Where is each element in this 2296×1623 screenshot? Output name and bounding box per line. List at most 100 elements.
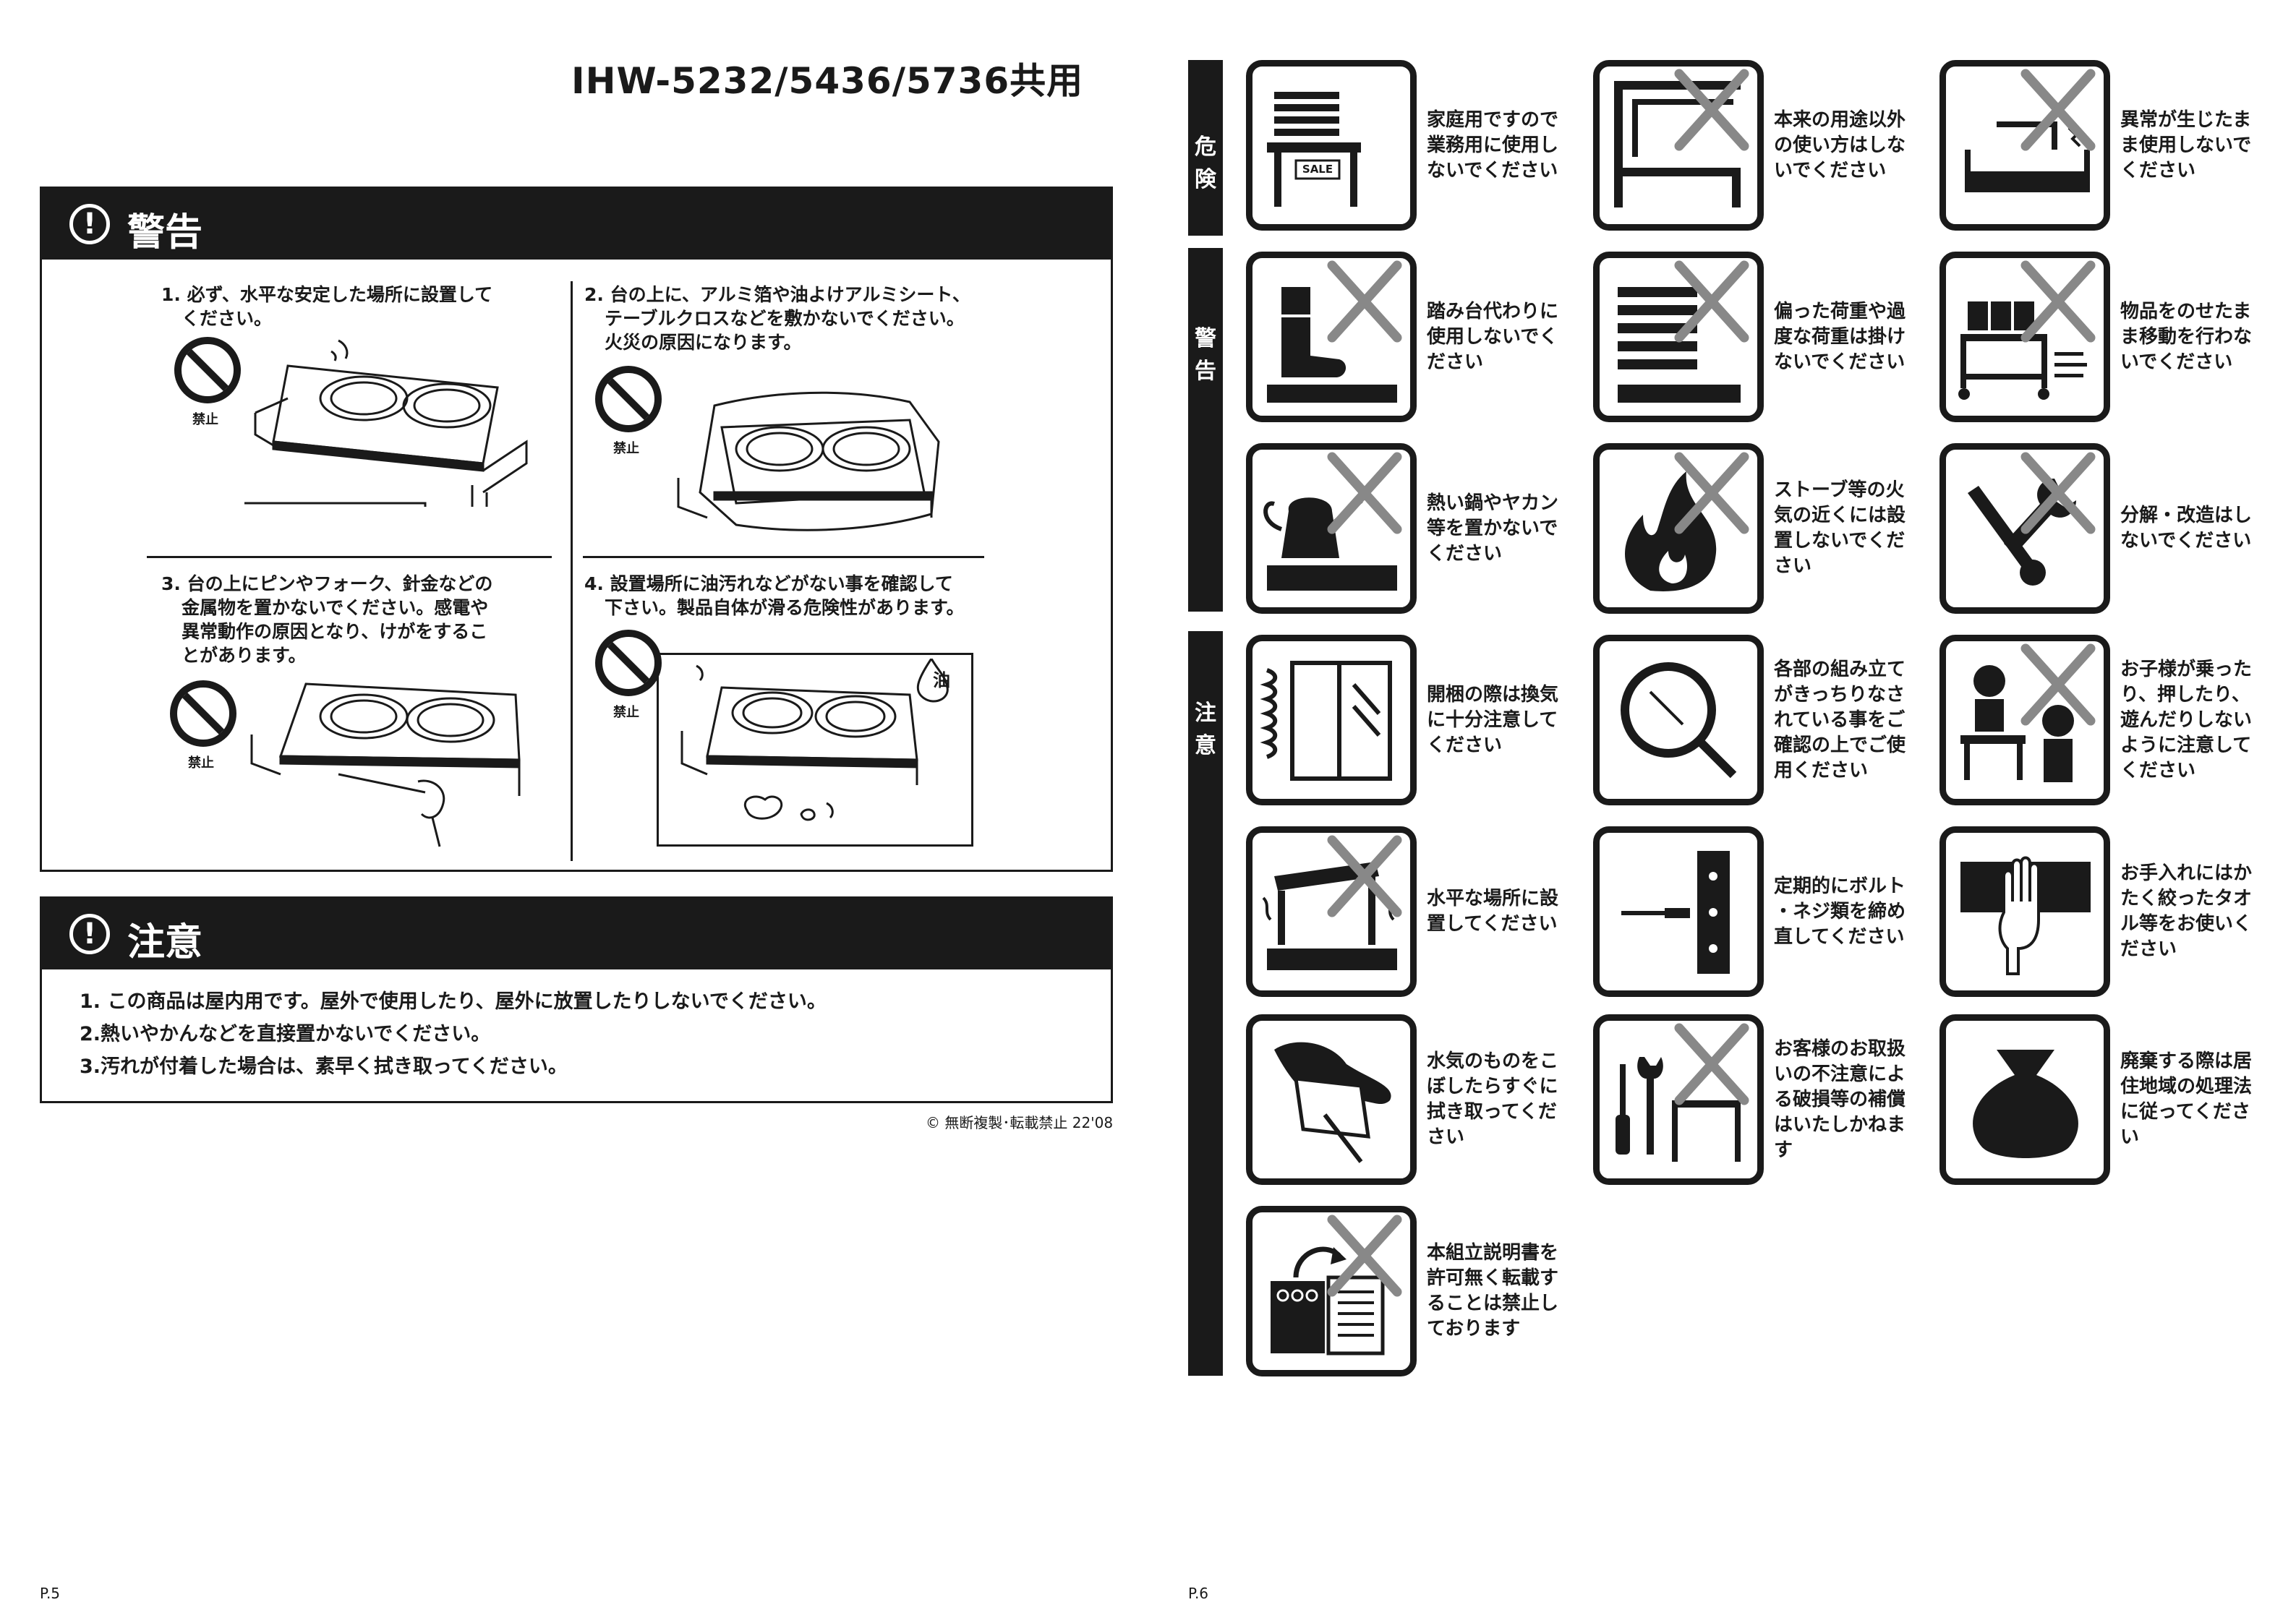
label-line: 置しないでくだ [1774, 530, 1905, 552]
label-line: ぼしたらすぐに [1427, 1076, 1558, 1097]
warning-section: ! 警告 1. 必ず、水平な安定した場所に設置して ください。 禁止 2. 台の… [40, 187, 1113, 872]
page-number-left: P.5 [40, 1585, 61, 1602]
stove-on-oily-floor-illustration [680, 659, 949, 821]
check-icon [1593, 635, 1764, 805]
label-line: 踏み台代わりに [1427, 300, 1559, 322]
heavy-icon [1593, 252, 1764, 422]
label-line: さい [1774, 555, 1812, 577]
label-line: れている事をご [1774, 708, 1905, 731]
label-line: お客様のお取扱 [1774, 1037, 1906, 1060]
label-line: がきっちりなさ [1774, 683, 1905, 706]
ban-label: 禁止 [613, 705, 639, 720]
label-line: 開梱の際は換気 [1427, 683, 1559, 706]
label-line: 熱い鍋やヤカン [1427, 492, 1559, 514]
bolt-label: 定期的にボルト・ネジ類を締め直してください [1774, 874, 1919, 950]
caution-header: ! 注意 [42, 899, 1111, 969]
copy-label: 本組立説明書を許可無く転載することは禁止しております [1427, 1241, 1571, 1342]
exclamation-icon: ! [69, 914, 110, 954]
category-bar-caution: 注 意 [1188, 631, 1223, 1376]
label-line: お手入れにはか [2120, 862, 2253, 884]
label-line: たく絞ったタオ [2120, 888, 2253, 909]
label-line: ・ネジ類を締め [1774, 900, 1906, 922]
fire-icon [1593, 443, 1764, 614]
label-line: ル等をお使いく [2120, 913, 2253, 935]
check-label: 各部の組み立てがきっちりなされている事をご確認の上でご使用ください [1774, 657, 1919, 784]
label-line: ださい [1427, 351, 1484, 373]
ventilate-label: 開梱の際は換気に十分注意してください [1427, 682, 1571, 758]
label-line: 本組立説明書を [1427, 1242, 1559, 1264]
label-line: いでください [2120, 351, 2233, 373]
exclamation-icon: ! [69, 204, 110, 244]
ban-label: 禁止 [192, 412, 218, 427]
label-line: 水平な場所に設 [1427, 888, 1559, 909]
label-line: ないでください [1427, 159, 1558, 181]
model-title: IHW-5232/5436/5736共用 [571, 60, 1084, 102]
label-line: 用ください [1774, 759, 1869, 781]
ventilate-icon [1246, 635, 1417, 805]
heavy-label: 偏った荷重や過度な荷重は掛けないでください [1774, 299, 1919, 375]
fire-label: ストーブ等の火気の近くには設置しないでください [1774, 478, 1919, 579]
caution-section: ! 注意 1. この商品は屋内用です。屋外で使用したり、屋外に放置したりしないで… [40, 896, 1113, 1103]
stove-on-foil-illustration [677, 391, 940, 531]
label-line: 住地域の処理法 [2120, 1076, 2253, 1097]
label-line: 等を置かないで [1427, 517, 1558, 539]
step-label: 踏み台代わりに使用しないでください [1427, 299, 1571, 375]
label-line: る破損等の補償 [1774, 1088, 1906, 1110]
label-line: ております [1427, 1318, 1521, 1340]
page-number-right: P.6 [1188, 1585, 1209, 1602]
ban-label: 禁止 [188, 755, 214, 771]
level-label: 水平な場所に設置してください [1427, 886, 1571, 937]
label-line: ないでください [2120, 530, 2252, 552]
label-line: ください [2120, 759, 2196, 781]
label-line: いでください [1774, 159, 1887, 181]
label-line: 使用しないでく [1427, 325, 1558, 348]
horizontal-divider [583, 556, 984, 558]
category-bar-danger: 危 険 [1188, 60, 1223, 236]
step-icon [1246, 252, 1417, 422]
floor-frame [657, 653, 973, 847]
label-line: 直してください [1774, 925, 1905, 948]
misuse-icon [1593, 60, 1764, 231]
label-line: 廃棄する際は居 [2120, 1050, 2253, 1072]
ban-label: 禁止 [613, 441, 639, 456]
label-line: 本来の用途以外 [1774, 108, 1906, 131]
label-line: に従ってくださ [2120, 1101, 2250, 1123]
disassemble-label: 分解・改造はしないでください [2120, 503, 2265, 554]
label-line: ださい [2120, 938, 2177, 960]
misuse-label: 本来の用途以外の使い方はしないでください [1774, 108, 1919, 184]
warning-item-3: 3. 台の上にピンやフォーク、針金などの 金属物を置かないでください。感電や 異… [161, 573, 493, 666]
label-line: さい [1427, 1126, 1465, 1148]
label-line: 偏った荷重や過 [1774, 300, 1906, 322]
abnormal-icon [1939, 60, 2110, 231]
copyright-notice: © 無断複製･転載禁止 22'08 [926, 1114, 1114, 1131]
move-label: 物品をのせたまま移動を行わないでください [2120, 299, 2265, 375]
label-line: 定期的にボルト [1774, 875, 1906, 897]
children-icon [1939, 635, 2110, 805]
label-line: 遊んだりしない [2120, 708, 2253, 731]
caution-line-3: 3.汚れが付着した場合は、素早く拭き取ってください。 [80, 1055, 568, 1078]
wipe-label: 水気のものをこぼしたらすぐに拭き取ってください [1427, 1049, 1571, 1150]
category-bar-warning: 警 告 [1188, 248, 1223, 612]
label-line: 拭き取ってくだ [1427, 1101, 1557, 1123]
label-line: ストーブ等の火 [1774, 479, 1905, 501]
label-line: 家庭用ですので [1427, 108, 1559, 131]
label-line: の使い方はしな [1774, 134, 1906, 156]
label-line: ように注意して [2120, 734, 2252, 756]
label-line: ください [1427, 734, 1503, 756]
label-line: はいたしかねま [1774, 1113, 1906, 1136]
warning-item-4: 4. 設置場所に油汚れなどがない事を確認して 下さい。製品自体が滑る危険性があり… [584, 573, 965, 618]
prohibition-icon [595, 366, 662, 432]
caution-line-2: 2.熱いやかんなどを直接置かないでください。 [80, 1023, 491, 1045]
bolt-icon [1593, 826, 1764, 997]
children-label: お子様が乗ったり、押したり、遊んだりしないように注意してください [2120, 657, 2265, 784]
disposal-icon [1939, 1014, 2110, 1185]
business-icon: SALE [1246, 60, 1417, 231]
warning-header: ! 警告 [42, 189, 1111, 260]
oil-label: 油 [933, 670, 950, 690]
label-line: に十分注意して [1427, 708, 1558, 731]
wipe-icon [1246, 1014, 1417, 1185]
label-line: ま移動を行わな [2120, 325, 2253, 348]
disposal-label: 廃棄する際は居住地域の処理法に従ってください [2120, 1049, 2265, 1150]
hot-icon [1246, 443, 1417, 614]
label-line: ください [1427, 542, 1503, 565]
